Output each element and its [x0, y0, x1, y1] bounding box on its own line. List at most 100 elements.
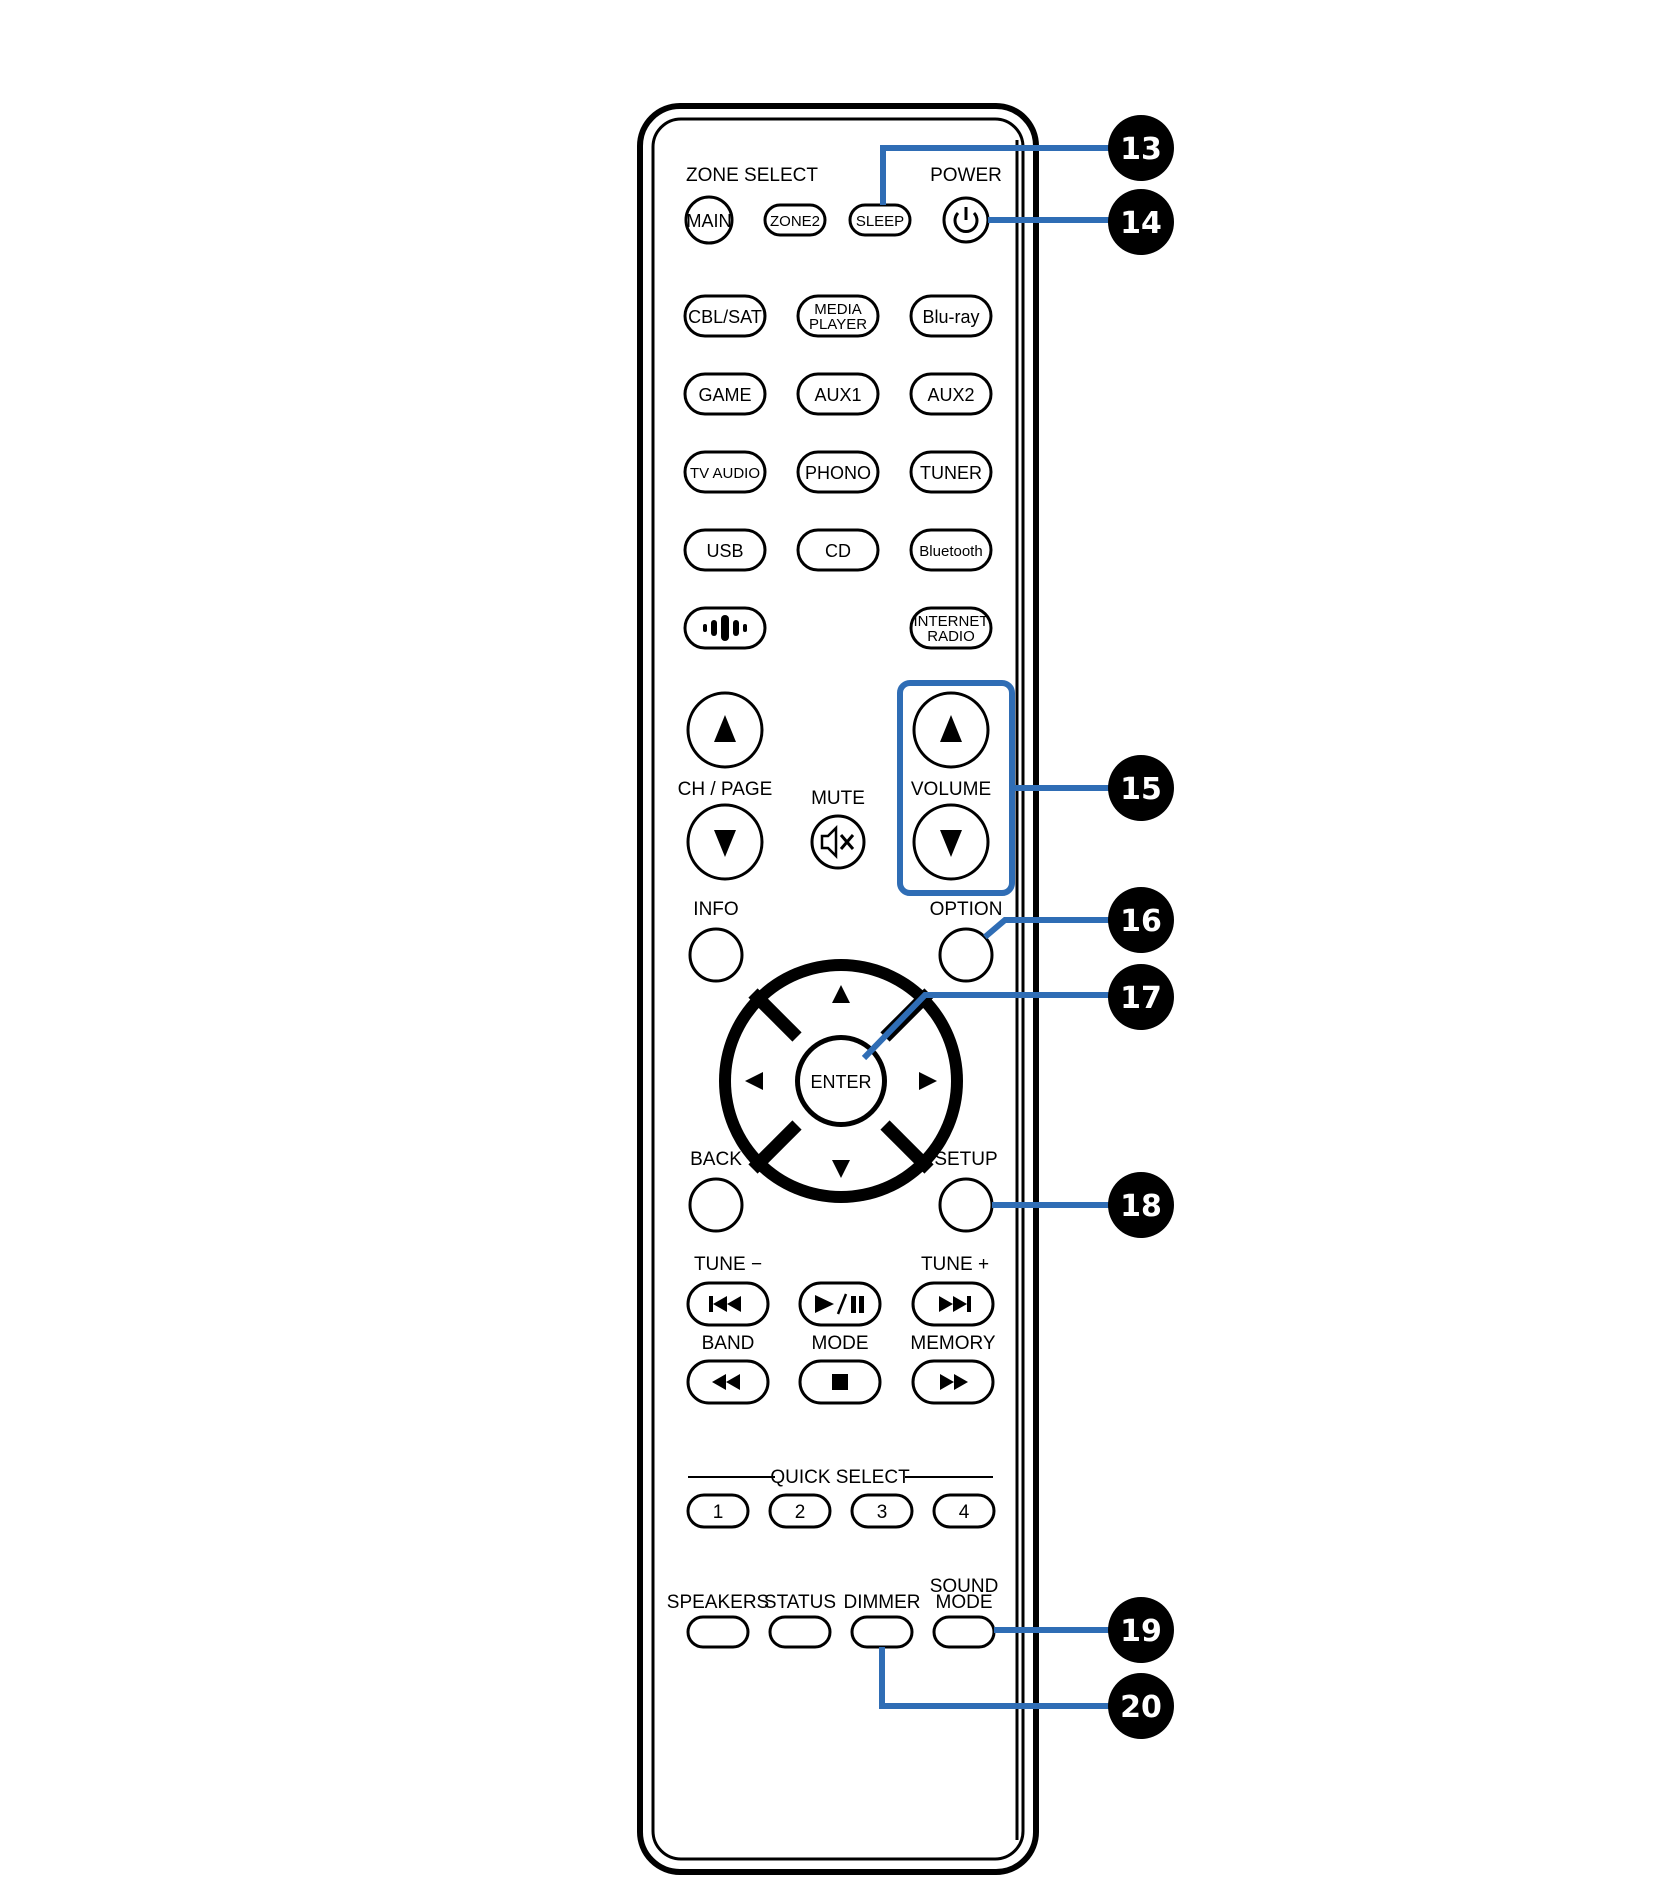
sleep-button[interactable]: SLEEP: [848, 203, 912, 237]
callout-14: 14: [1108, 189, 1174, 255]
mute-icon: [820, 824, 855, 860]
aux1-button[interactable]: AUX1: [796, 372, 880, 416]
skip-forward-icon: [939, 1296, 971, 1312]
skip-forward-button[interactable]: [911, 1281, 995, 1327]
main-button[interactable]: MAIN: [684, 195, 734, 245]
media-player-button[interactable]: MEDIA PLAYER: [796, 294, 880, 338]
callout-line-17: [861, 992, 1120, 1061]
ch-page-down-button[interactable]: [686, 803, 764, 881]
sound-mode-label-line1: SOUND: [930, 1576, 999, 1597]
callout-20-number: 20: [1120, 1690, 1162, 1725]
skip-back-button[interactable]: [686, 1281, 770, 1327]
internet-radio-button[interactable]: INTERNET RADIO: [909, 606, 993, 650]
stop-button[interactable]: [798, 1359, 882, 1405]
usb-label: USB: [706, 541, 743, 561]
quick-select-3-button[interactable]: 3: [850, 1493, 914, 1529]
ch-page-label: CH / PAGE: [678, 779, 773, 800]
bluetooth-button[interactable]: Bluetooth: [909, 528, 993, 572]
quick-select-4-label: 4: [959, 1502, 970, 1523]
status-label: STATUS: [764, 1592, 836, 1613]
callout-15: 15: [1108, 755, 1174, 821]
cursor-right-button[interactable]: [919, 1072, 937, 1090]
game-button[interactable]: GAME: [683, 372, 767, 416]
enter-label: ENTER: [810, 1072, 871, 1092]
phono-button[interactable]: PHONO: [796, 450, 880, 494]
callout-13: 13: [1108, 115, 1174, 181]
tuner-label: TUNER: [920, 463, 982, 483]
tv-audio-label: TV AUDIO: [690, 465, 760, 482]
option-button[interactable]: [938, 927, 994, 983]
quick-select-label: QUICK SELECT: [770, 1467, 910, 1488]
callout-17: 17: [1108, 964, 1174, 1030]
callout-16: 16: [1108, 887, 1174, 953]
info-label: INFO: [693, 899, 738, 920]
fast-forward-icon: [940, 1374, 968, 1390]
ch-page-up-button[interactable]: [686, 691, 764, 769]
power-button[interactable]: [942, 196, 990, 244]
memory-label: MEMORY: [910, 1333, 995, 1354]
dimmer-button[interactable]: [850, 1615, 914, 1649]
usb-button[interactable]: USB: [683, 528, 767, 572]
cd-label: CD: [825, 541, 851, 561]
cd-button[interactable]: CD: [796, 528, 880, 572]
quick-select-4-button[interactable]: 4: [932, 1493, 996, 1529]
aux2-button[interactable]: AUX2: [909, 372, 993, 416]
callout-20: 20: [1108, 1673, 1174, 1739]
media-player-label-line1: MEDIA: [814, 301, 862, 318]
mode-label: MODE: [812, 1333, 869, 1354]
callout-lines: [861, 145, 1120, 1709]
stop-icon: [832, 1374, 848, 1390]
callout-18: 18: [1108, 1172, 1174, 1238]
rewind-icon: [712, 1374, 740, 1390]
back-button[interactable]: [688, 1177, 744, 1233]
speakers-label: SPEAKERS: [667, 1592, 769, 1613]
zone2-button[interactable]: ZONE2: [763, 203, 827, 237]
cbl-sat-button[interactable]: CBL/SAT: [683, 294, 767, 338]
mute-label: MUTE: [811, 788, 865, 809]
callout-19: 19: [1108, 1597, 1174, 1663]
volume-label: VOLUME: [911, 779, 991, 800]
tv-audio-button[interactable]: TV AUDIO: [683, 450, 767, 494]
callout-15-number: 15: [1120, 772, 1162, 807]
cursor-up-button[interactable]: [832, 985, 850, 1003]
status-button[interactable]: [768, 1615, 832, 1649]
quick-select-2-label: 2: [795, 1502, 806, 1523]
play-pause-icon: [815, 1293, 864, 1315]
quick-select-1-label: 1: [713, 1502, 724, 1523]
media-player-label-line2: PLAYER: [809, 316, 867, 333]
band-label: BAND: [702, 1333, 755, 1354]
option-label: OPTION: [930, 899, 1003, 920]
aux1-label: AUX1: [814, 385, 861, 405]
back-label: BACK: [690, 1149, 742, 1170]
down-arrow-icon: [940, 830, 962, 857]
callout-17-number: 17: [1120, 981, 1162, 1016]
tuner-button[interactable]: TUNER: [909, 450, 993, 494]
speakers-button[interactable]: [686, 1615, 750, 1649]
bluray-label: Blu-ray: [922, 307, 979, 327]
cursor-left-button[interactable]: [745, 1072, 763, 1090]
info-button[interactable]: [688, 927, 744, 983]
volume-down-button[interactable]: [912, 803, 990, 881]
dimmer-label: DIMMER: [843, 1592, 920, 1613]
aux2-label: AUX2: [927, 385, 974, 405]
callout-13-number: 13: [1120, 132, 1162, 167]
setup-label: SETUP: [934, 1149, 997, 1170]
bluray-button[interactable]: Blu-ray: [909, 294, 993, 338]
heos-button[interactable]: [683, 606, 767, 650]
up-arrow-icon: [714, 715, 736, 742]
callout-line-16: [983, 917, 1120, 940]
rewind-button[interactable]: [686, 1359, 770, 1405]
quick-select-2-button[interactable]: 2: [768, 1493, 832, 1529]
play-pause-button[interactable]: [798, 1281, 882, 1327]
internet-radio-label-line1: INTERNET: [914, 613, 989, 630]
volume-up-button[interactable]: [912, 691, 990, 769]
setup-button[interactable]: [938, 1177, 994, 1233]
sound-mode-button[interactable]: [932, 1615, 996, 1649]
cursor-down-button[interactable]: [832, 1160, 850, 1178]
quick-select-3-label: 3: [877, 1502, 888, 1523]
mute-button[interactable]: [810, 814, 866, 870]
internet-radio-label-line2: RADIO: [927, 628, 975, 645]
fast-forward-button[interactable]: [911, 1359, 995, 1405]
quick-select-1-button[interactable]: 1: [686, 1493, 750, 1529]
